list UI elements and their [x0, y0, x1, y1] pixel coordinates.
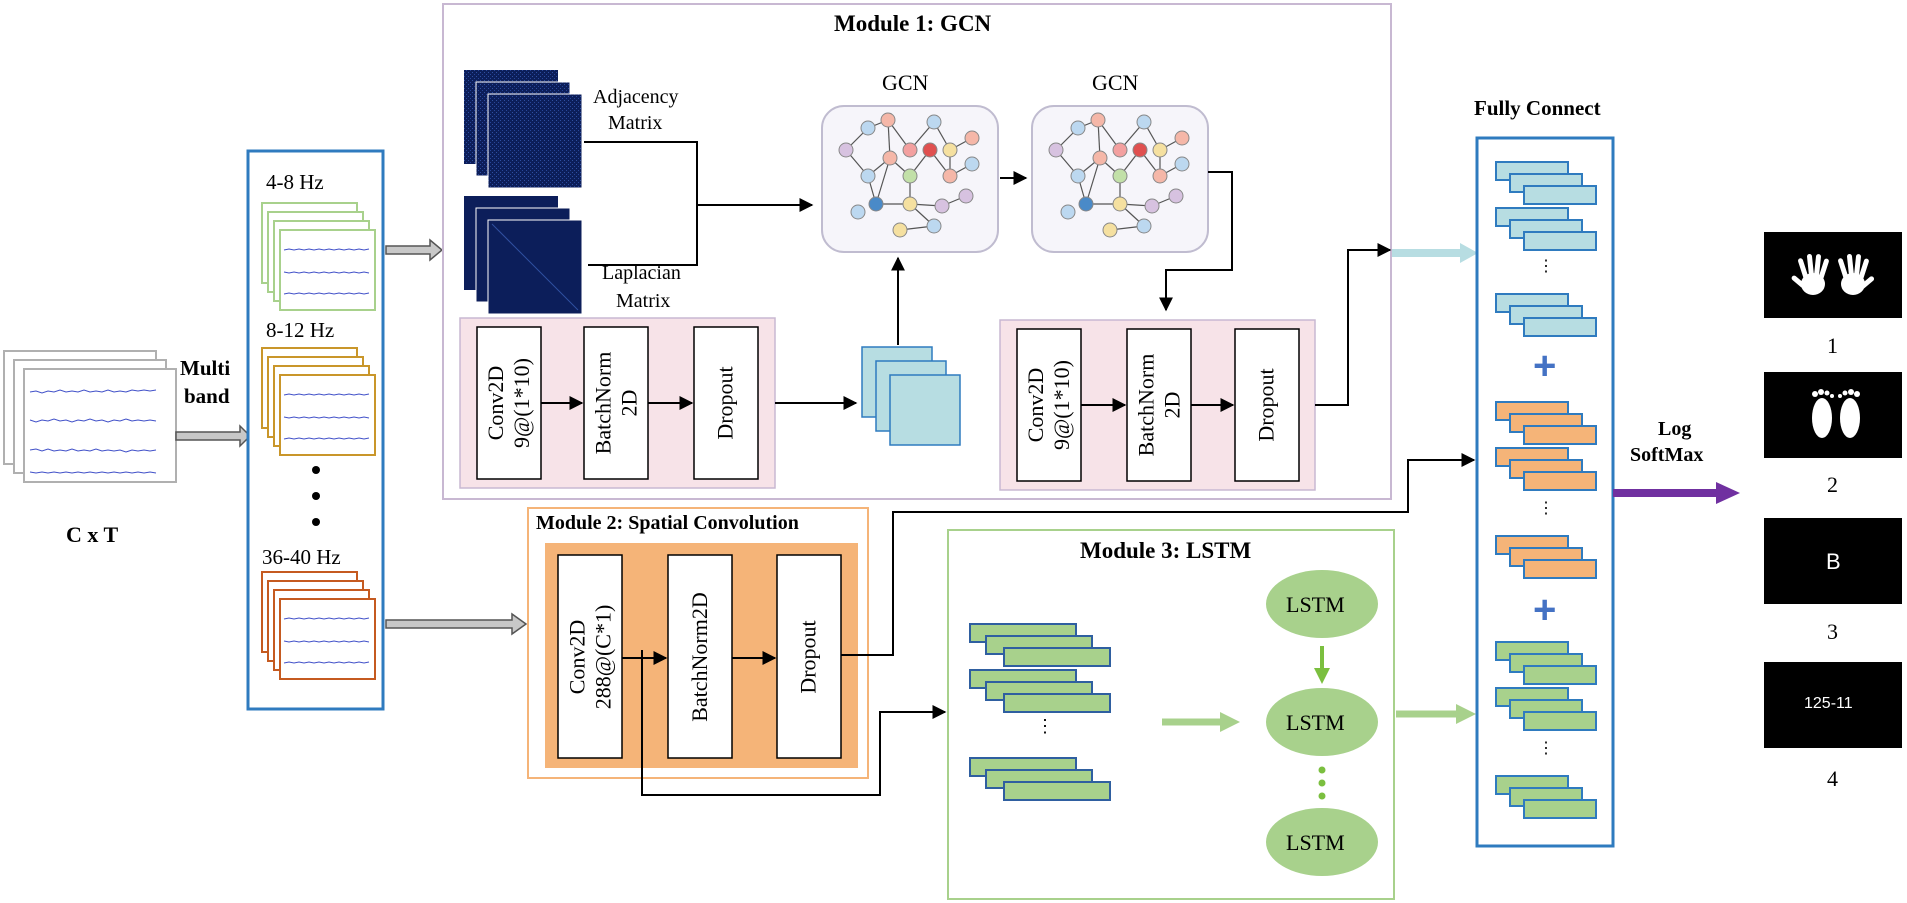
lstm-cell-2 — [1266, 688, 1378, 756]
fc-ellipsis-3: ⋮ — [1538, 740, 1554, 757]
ellipsis-dots — [312, 466, 320, 526]
module2-conv-box — [557, 554, 623, 759]
lstm-connector-arrow — [1314, 646, 1330, 684]
batchnorm-line1: BatchNorm — [590, 351, 615, 455]
adjacency-label-line2: Matrix — [608, 112, 663, 134]
input-label: C x T — [66, 522, 119, 547]
plus-sign-1: + — [1533, 344, 1557, 388]
lstm-cell-1 — [1266, 570, 1378, 638]
band-stack-4-8 — [261, 202, 376, 311]
batchnorm-line2: 2D — [1159, 391, 1184, 419]
fc-orange-stacks — [1495, 401, 1597, 579]
module1-right-pipeline — [999, 319, 1316, 491]
module3-green-arrow — [1162, 712, 1240, 732]
conv-line2: 9@(1*10) — [1049, 360, 1075, 450]
multiband-label-line1: Multi — [180, 356, 231, 380]
gcn-graph-2 — [1031, 105, 1209, 253]
band-stack-8-12 — [261, 347, 376, 456]
class-2-number: 2 — [1827, 472, 1838, 497]
gray-arrow-multiband — [175, 424, 252, 448]
lstm-dots — [1318, 766, 1326, 800]
fc-teal-stacks — [1495, 161, 1597, 337]
multiband-label-line2: band — [184, 384, 230, 408]
module1-output-arrow — [1315, 243, 1392, 406]
input-eeg-stack — [3, 350, 177, 483]
log-softmax-label-line1: Log — [1658, 418, 1692, 440]
module2-batchnorm-label: BatchNorm2D — [687, 591, 712, 722]
hands-icon — [1791, 253, 1875, 295]
conv-line2: 288@(C*1) — [590, 604, 615, 709]
matrix-merge-connector — [584, 141, 814, 266]
plus-sign-2: + — [1533, 588, 1557, 632]
gray-arrow-to-module2 — [385, 612, 528, 636]
module3-title: Module 3: LSTM — [1080, 538, 1252, 563]
class-3-text: B — [1826, 549, 1841, 574]
module1-right-dropout-label: Dropout — [1254, 368, 1280, 442]
module2-dropout-label: Dropout — [796, 619, 822, 694]
module3-stack-ellipsis: ⋮ — [1036, 716, 1054, 736]
module3-to-fc-arrow — [1396, 704, 1476, 724]
conv-line2: 9@(1*10) — [509, 358, 535, 448]
fc-ellipsis-1: ⋮ — [1538, 258, 1554, 275]
module1-left-pipeline — [459, 317, 776, 489]
gcn2-label: GCN — [1092, 70, 1139, 95]
feet-icon — [1812, 389, 1860, 438]
module2-to-module3-arrow — [641, 650, 947, 796]
band-label-36-40: 36-40 Hz — [262, 545, 341, 569]
fc-green-stacks — [1495, 641, 1597, 819]
fully-connect-title: Fully Connect — [1474, 96, 1601, 120]
batchnorm-line1: BatchNorm — [1133, 353, 1158, 457]
laplacian-label-line2: Matrix — [616, 290, 671, 312]
log-softmax-label-line2: SoftMax — [1630, 444, 1704, 466]
gcn-graph-1 — [821, 105, 999, 253]
band-stack-36-40 — [261, 571, 376, 680]
module1-title: Module 1: GCN — [834, 11, 992, 36]
module1-left-dropout-label: Dropout — [713, 366, 739, 440]
log-softmax-arrow — [1613, 482, 1740, 504]
module2-dropout-box — [776, 554, 842, 759]
module2-title: Module 2: Spatial Convolution — [536, 512, 799, 534]
adjacency-label-line1: Adjacency — [593, 86, 679, 108]
gcn2-to-lower-pipeline-arrow — [1159, 171, 1233, 312]
gcn1-label: GCN — [882, 70, 929, 95]
conv-line1: Conv2D — [1023, 367, 1049, 443]
lstm-cell-3 — [1266, 808, 1378, 876]
class-2-image — [1764, 372, 1902, 458]
module2-to-fc-arrow — [841, 453, 1476, 656]
laplacian-matrix-stack — [464, 196, 583, 315]
adjacency-matrix-stack — [464, 70, 583, 189]
band-label-8-12: 8-12 Hz — [266, 318, 335, 342]
teal-arrow-to-fc — [1392, 243, 1478, 263]
class-1-number: 1 — [1827, 333, 1838, 358]
class-4-image — [1764, 662, 1902, 748]
class-3-image — [1764, 518, 1902, 604]
conv-line1: Conv2D — [564, 619, 589, 694]
feature-maps-stack — [861, 346, 961, 446]
class-4-number: 4 — [1827, 766, 1838, 791]
conv-line1: Conv2D — [483, 365, 509, 441]
module2-batchnorm-box — [667, 554, 733, 759]
batchnorm-line2: 2D — [616, 389, 641, 417]
lstm-2-label: LSTM — [1286, 710, 1345, 735]
fc-ellipsis-2: ⋮ — [1538, 500, 1554, 517]
lstm-3-label: LSTM — [1286, 830, 1345, 855]
laplacian-label-line1: Laplacian — [602, 262, 681, 284]
band-label-4-8: 4-8 Hz — [266, 170, 324, 194]
module3-feature-stacks — [969, 623, 1111, 801]
class-3-number: 3 — [1827, 619, 1838, 644]
class-1-image — [1764, 232, 1902, 318]
gray-arrow-to-module1 — [385, 238, 444, 262]
class-4-text: 125-11 — [1804, 695, 1853, 712]
lstm-1-label: LSTM — [1286, 592, 1345, 617]
